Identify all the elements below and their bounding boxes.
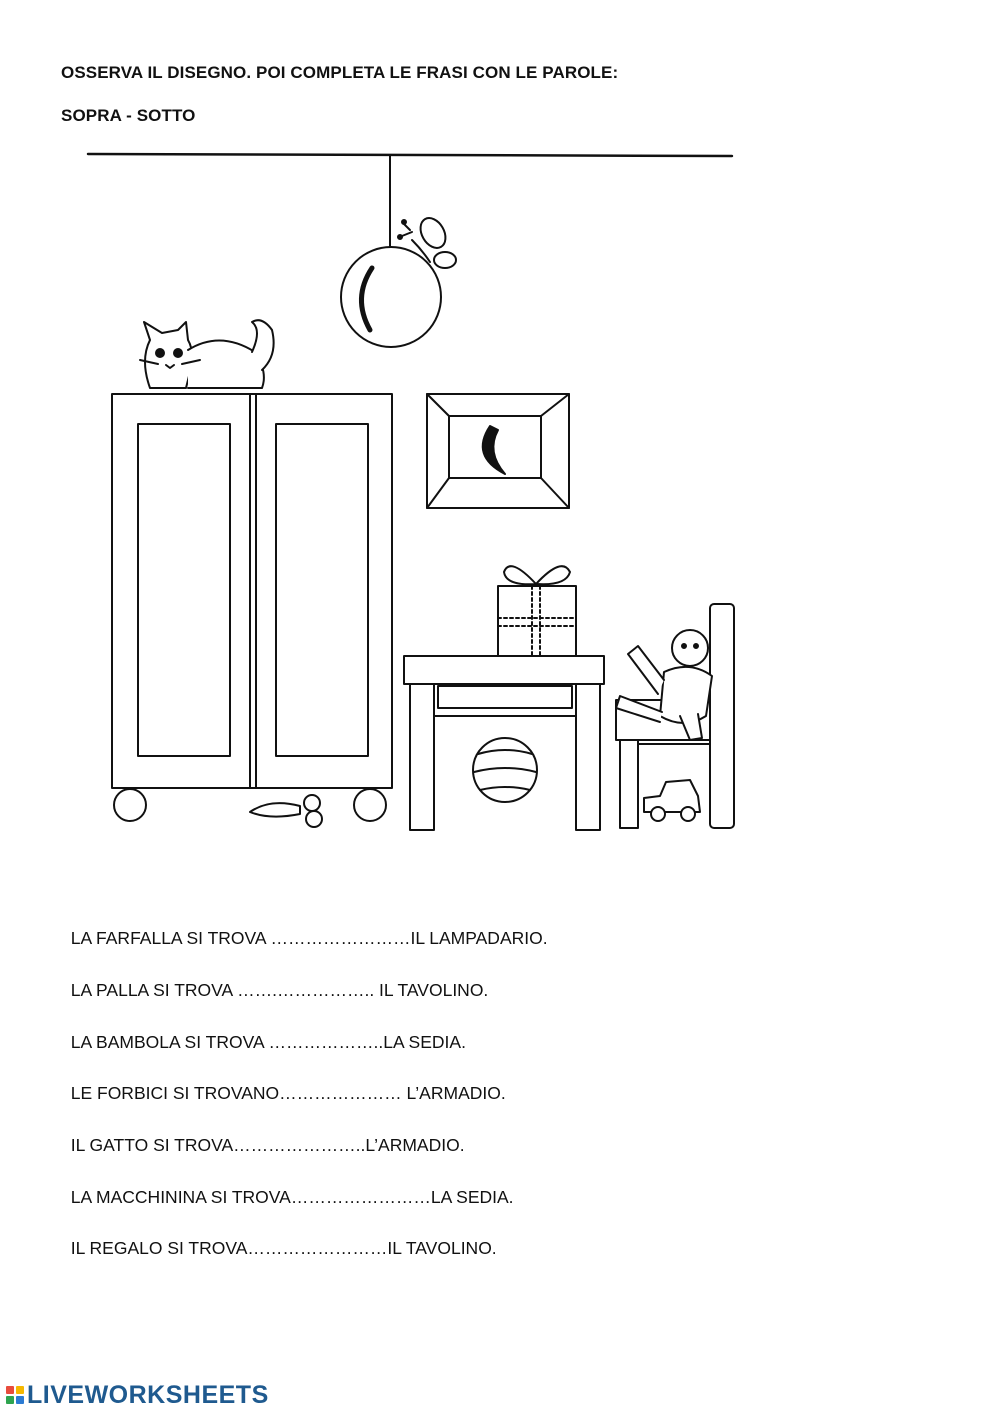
sentence-4: LE FORBICI SI TROVANO………………… L’ARMADIO. bbox=[61, 1062, 506, 1104]
sentence-7: IL REGALO SI TROVA……………………IL TAVOLINO. bbox=[61, 1217, 497, 1259]
picture-frame-drawing bbox=[426, 393, 570, 509]
ceiling-line bbox=[86, 152, 734, 158]
butterfly-drawing bbox=[397, 217, 457, 269]
sentence-3-end: LA SEDIA. bbox=[383, 1032, 466, 1052]
table-drawing bbox=[403, 655, 605, 831]
sentence-2: LA PALLA SI TROVA …….…………….. IL TAVOLINO… bbox=[61, 959, 489, 1001]
logo-grid-icon bbox=[6, 1386, 24, 1404]
toy-car-drawing bbox=[643, 779, 701, 822]
sentence-5: IL GATTO SI TROVA…………………..L’ARMADIO. bbox=[61, 1114, 465, 1156]
logo-wordmark: LIVEWORKSHEETS bbox=[27, 1380, 269, 1409]
sentence-7-end: IL TAVOLINO. bbox=[387, 1238, 497, 1258]
instruction-word-bank: SOPRA - SOTTO bbox=[61, 106, 196, 125]
sentence-6: LA MACCHININA SI TROVA……………………LA SEDIA. bbox=[61, 1166, 514, 1208]
sentence-3-start: LA BAMBOLA SI TROVA bbox=[70, 1032, 269, 1052]
logo-square-yellow bbox=[16, 1386, 24, 1394]
logo-square-green bbox=[6, 1396, 14, 1404]
gift-drawing bbox=[497, 565, 577, 657]
sentence-2-start: LA PALLA SI TROVA bbox=[70, 980, 238, 1000]
sentence-5-start: IL GATTO SI TROVA bbox=[70, 1135, 234, 1155]
liveworksheets-logo[interactable]: LIVEWORKSHEETS bbox=[6, 1380, 269, 1410]
sentence-4-end: L’ARMADIO. bbox=[406, 1083, 506, 1103]
sentence-1: LA FARFALLA SI TROVA ……………………IL LAMPADAR… bbox=[61, 907, 548, 949]
sentence-5-end: L’ARMADIO. bbox=[365, 1135, 465, 1155]
sentence-4-start: LE FORBICI SI TROVANO bbox=[70, 1083, 280, 1103]
sentence-1-blank[interactable]: …………………… bbox=[270, 928, 411, 948]
scissors-drawing bbox=[249, 794, 323, 828]
sentence-6-blank[interactable]: …………………… bbox=[290, 1187, 431, 1207]
doll-drawing bbox=[615, 629, 713, 741]
lamp bbox=[340, 246, 442, 348]
room-illustration bbox=[86, 152, 735, 831]
sentence-3-blank[interactable]: ……………….. bbox=[268, 1032, 384, 1052]
sentence-7-blank[interactable]: …………………… bbox=[247, 1238, 388, 1258]
ball-drawing bbox=[472, 737, 538, 803]
sentence-7-start: IL REGALO SI TROVA bbox=[70, 1238, 248, 1258]
logo-square-red bbox=[6, 1386, 14, 1394]
cat-drawing bbox=[139, 319, 275, 389]
sentence-2-blank[interactable]: …….…………….. bbox=[237, 980, 380, 1000]
sentence-1-end: IL LAMPADARIO. bbox=[410, 928, 548, 948]
wardrobe-drawing bbox=[111, 393, 393, 822]
logo-square-blue bbox=[16, 1396, 24, 1404]
sentence-4-blank[interactable]: ………………… bbox=[279, 1083, 407, 1103]
sentence-6-end: LA SEDIA. bbox=[430, 1187, 514, 1207]
sentence-1-start: LA FARFALLA SI TROVA bbox=[70, 928, 271, 948]
sentence-6-start: LA MACCHININA SI TROVA bbox=[70, 1187, 291, 1207]
sentence-3: LA BAMBOLA SI TROVA ………………..LA SEDIA. bbox=[61, 1011, 466, 1053]
sentence-2-end: IL TAVOLINO. bbox=[379, 980, 489, 1000]
sentence-5-blank[interactable]: ………………….. bbox=[233, 1135, 366, 1155]
instruction-line-1: OSSERVA IL DISEGNO. POI COMPLETA LE FRAS… bbox=[61, 63, 619, 82]
